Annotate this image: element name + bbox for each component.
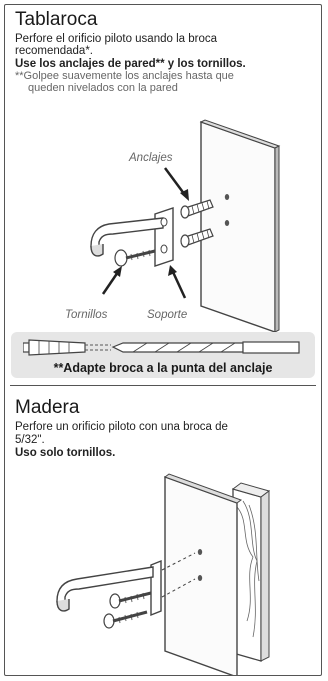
instruction-bold-line: Use los anclajes de pared** y los tornil… [15, 58, 246, 70]
drywall-illustration [90, 119, 281, 332]
section-tablaroca: Tablaroca Perfore el orificio piloto usa… [5, 5, 321, 385]
section-madera: Madera Perfore un orificio piloto con un… [5, 389, 321, 675]
note-line: **Golpee suavemente los anclajes hasta q… [15, 70, 234, 82]
instruction-bold-line: Uso solo tornillos. [15, 447, 116, 459]
anclajes-label: Anclajes [129, 152, 173, 164]
instruction-line: Perfore un orificio piloto con una broca… [15, 421, 228, 433]
instruction-line: Perfore el orificio piloto usando la bro… [15, 33, 218, 45]
section-divider [10, 385, 316, 386]
instruction-line: 5/32". [15, 434, 45, 446]
drill-tip-box: **Adapte broca a la punta del anclaje [11, 332, 315, 378]
instruction-card: Tablaroca Perfore el orificio piloto usa… [4, 4, 322, 676]
section-title-tablaroca: Tablaroca [15, 9, 98, 30]
note-line: queden nivelados con la pared [28, 82, 178, 94]
tornillos-label: Tornillos [65, 309, 108, 321]
instruction-line: recomendada*. [15, 45, 93, 57]
section-title-madera: Madera [15, 397, 80, 418]
wood-illustration [56, 473, 271, 675]
drill-tip-text: **Adapte broca a la punta del anclaje [53, 361, 273, 375]
anchor-and-drill-bit-icon [23, 339, 300, 356]
soporte-label: Soporte [147, 309, 188, 321]
